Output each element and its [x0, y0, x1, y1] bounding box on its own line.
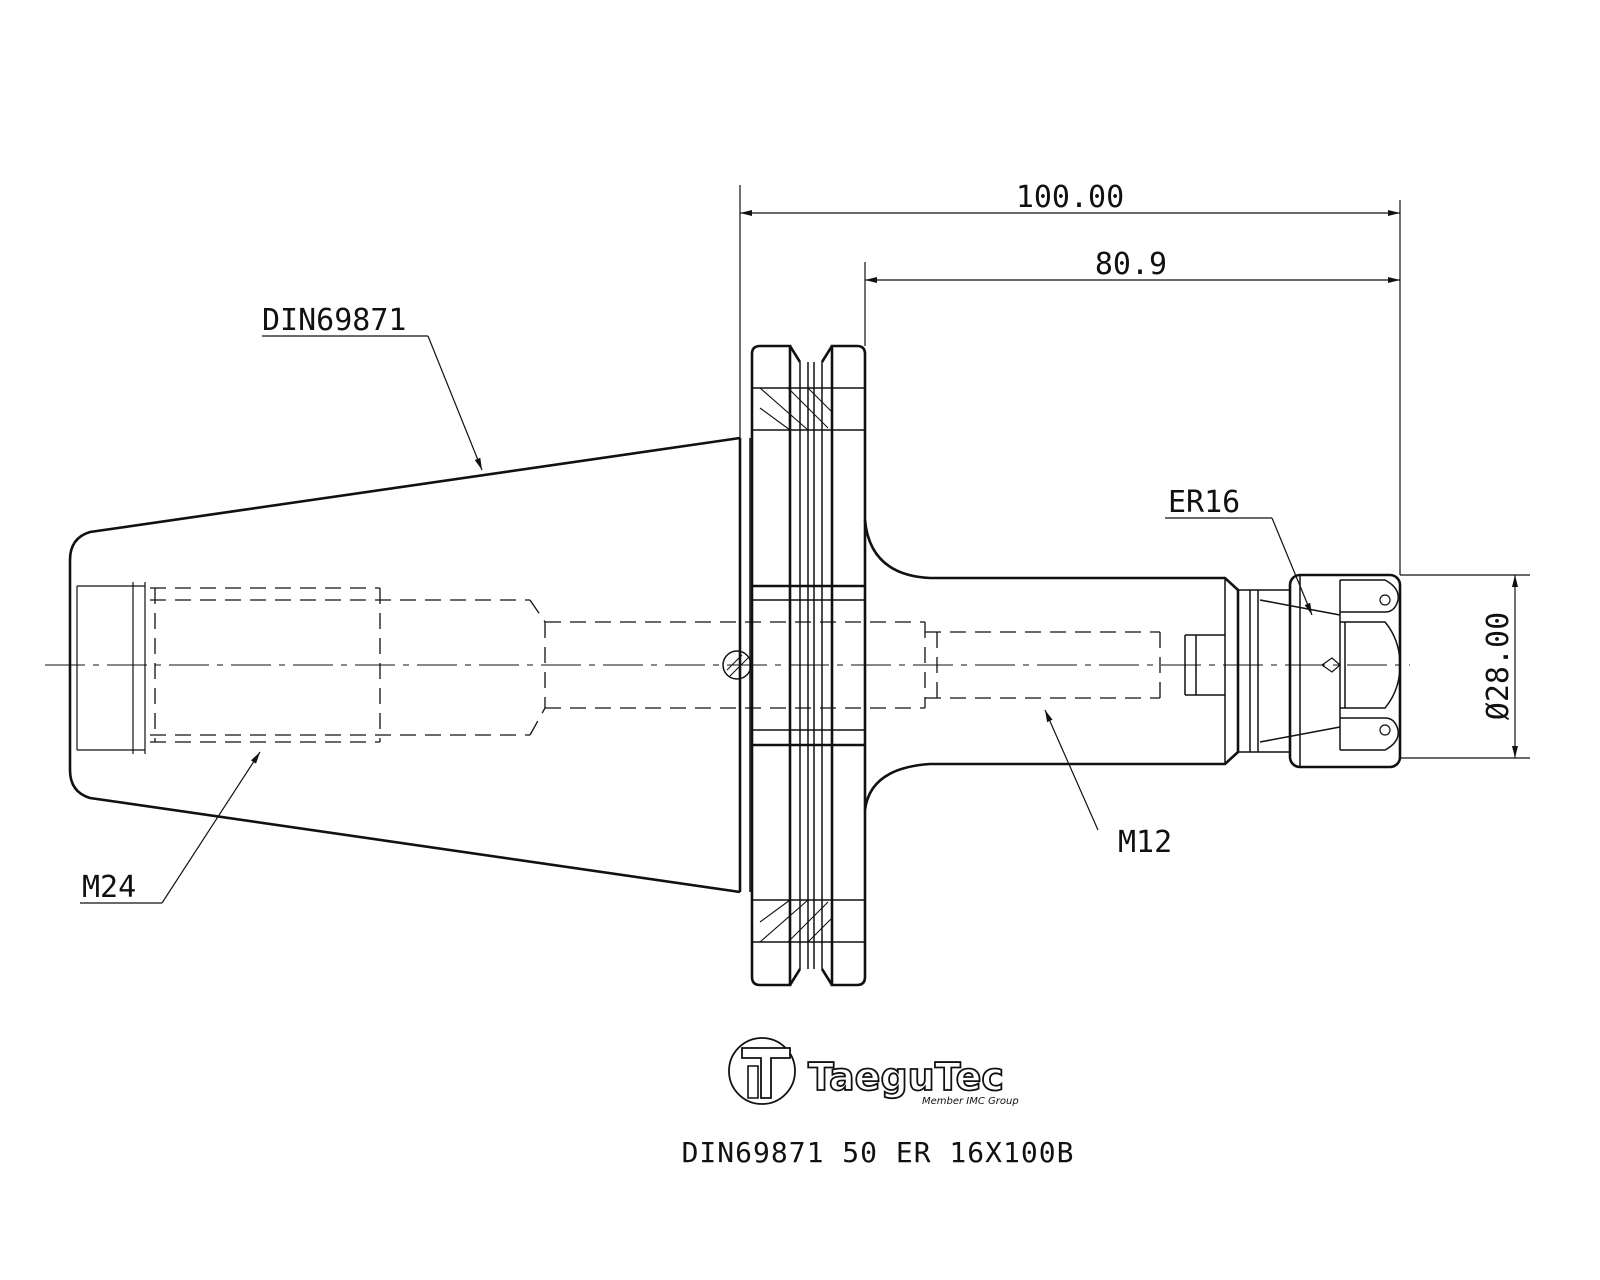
logo-tagline: Member IMC Group: [922, 1096, 1019, 1107]
flange: [722, 344, 867, 987]
dimension-projection-length: [864, 262, 1400, 346]
dim-100: 100.00: [1016, 180, 1124, 215]
dimension-diameter: [1400, 574, 1530, 759]
callout-m24: M24: [82, 870, 136, 905]
logo-brand: TaeguTec: [808, 1055, 1004, 1099]
taegutec-logo: TaeguTec Member IMC Group: [728, 1037, 1019, 1107]
dimension-overall-length: [739, 185, 1401, 575]
callout-er16: ER16: [1168, 485, 1240, 520]
collet-nut: [1238, 573, 1402, 769]
dim-diameter: Ø28.00: [1481, 612, 1516, 720]
leader-m24: [80, 751, 261, 904]
leader-er16: [1165, 517, 1313, 616]
m24-bore-hidden: [150, 587, 925, 743]
callout-m12: M12: [1118, 825, 1172, 860]
callout-din69871: DIN69871: [262, 303, 407, 338]
product-code: DIN69871 50 ER 16X100B: [682, 1136, 1075, 1169]
leader-m12: [1044, 709, 1099, 831]
leader-din69871: [262, 335, 483, 471]
taper-shank: [68, 436, 751, 894]
dim-80-9: 80.9: [1095, 247, 1167, 282]
